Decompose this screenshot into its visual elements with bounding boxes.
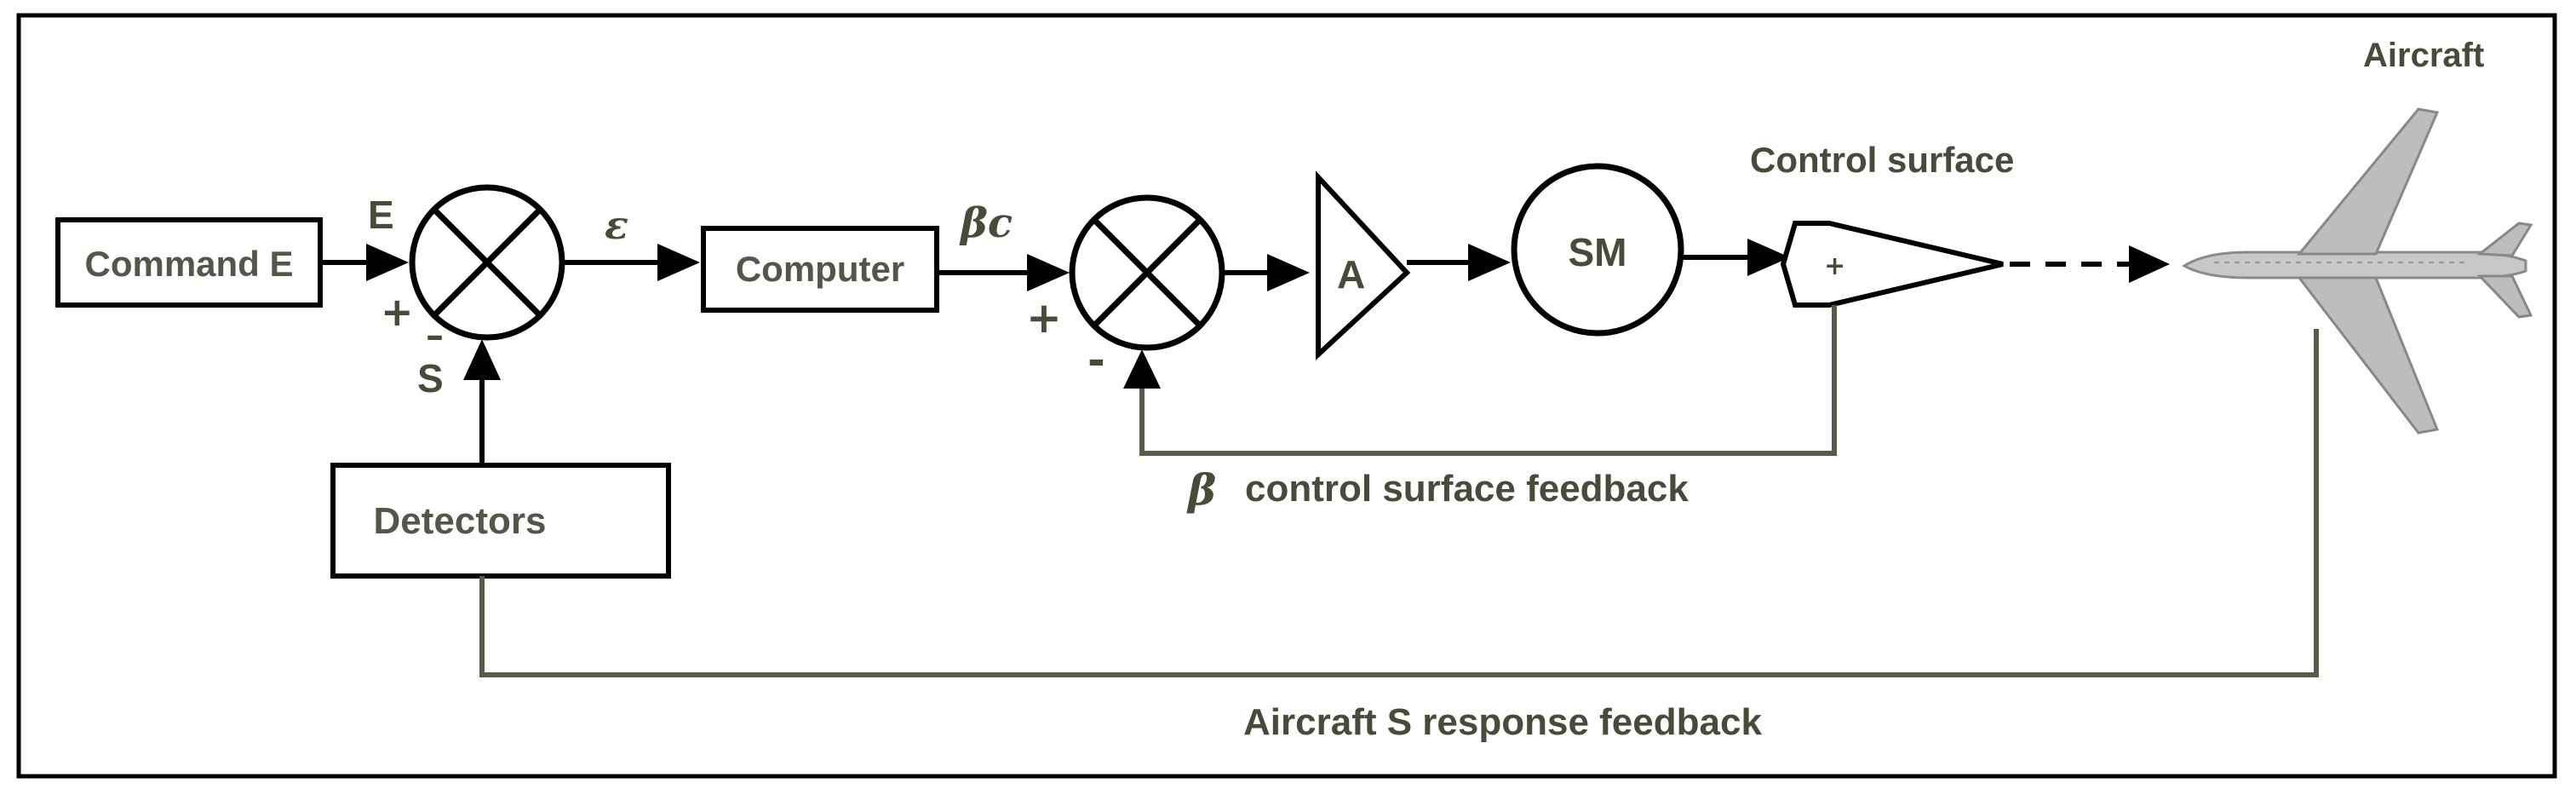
summer2-minus-sign: - [1087,336,1105,385]
surface-feedback-label: control surface feedback [1245,468,1689,510]
amplifier-label: A [1337,252,1365,297]
summing-junction-2 [1069,194,1225,351]
summer1-to-computer-arrow [657,244,700,281]
command-to-summer1-arrow [366,244,409,281]
aircraft-feedback-label: Aircraft S response feedback [1243,701,1762,743]
computer-box [701,226,939,313]
summer1-minus-s: S [417,356,444,400]
servo-motor-label: SM [1569,230,1627,274]
servo-motor-block [1511,163,1684,337]
surface-to-aircraft-arrow [2129,245,2170,283]
detectors-box-label: Detectors [374,500,547,542]
amplifier-to-sm-arrow [1468,244,1511,281]
beta-feedback-symbol: β [1186,464,1216,515]
amplifier-block [1316,170,1411,360]
control-surface-sign: + [1824,251,1845,281]
computer-box-label: Computer [736,249,904,289]
summer2-to-amplifier-arrow [1267,254,1310,291]
control-surface-label: Control surface [1750,140,2014,180]
summer1-minus-bar: – [426,314,444,356]
detectors-to-summer1-arrow [463,339,501,380]
control-surface-feedback-arrow [1123,349,1161,389]
beta-c-label: βc [959,199,1013,247]
input-e-label: E [368,193,394,237]
error-epsilon-label: ε [605,202,628,248]
control-surface-block [1780,221,2004,308]
detectors-box [330,463,671,579]
summer1-plus-sign: + [381,289,414,335]
aircraft-icon [2182,107,2533,435]
control-surface-feedback-line [1139,305,1837,456]
diagram-frame [16,13,2557,779]
aircraft-response-feedback-line [479,329,2319,677]
aircraft-label: Aircraft [2363,37,2484,74]
summer2-plus-sign: + [1026,293,1062,343]
sm-to-surface-arrow [1747,239,1790,276]
command-box-label: Command E [84,244,293,284]
command-box [55,217,323,308]
computer-to-summer2-arrow [1027,254,1070,291]
